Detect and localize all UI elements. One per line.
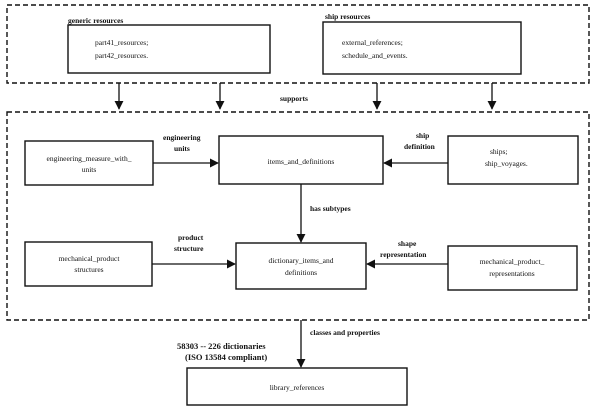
application-frame xyxy=(6,111,590,321)
supports-label: supports xyxy=(280,94,308,103)
has-subtypes-label: has subtypes xyxy=(310,204,351,213)
shape-representation-label-1: shape xyxy=(398,239,417,248)
dictionary-items-line-2: definitions xyxy=(285,268,317,277)
ship-definition-label-2: definition xyxy=(404,142,436,151)
ships-line-2: ship_voyages. xyxy=(485,159,528,168)
mechanical-product-representations-line-2: representations xyxy=(489,269,534,278)
library-references-label: library_references xyxy=(270,383,325,392)
ships-line-1: ships; xyxy=(490,147,508,156)
dictionary-items-line-1: dictionary_items_and xyxy=(269,256,334,265)
ship-resources-box xyxy=(322,21,522,75)
engineering-measure-line-1: engineering_measure_with_ xyxy=(47,154,132,163)
dictionary-items-box xyxy=(235,242,367,290)
shape-representation-label-2: representation xyxy=(380,250,427,259)
generic-resources-line-1: part41_resources; xyxy=(95,38,148,47)
mechanical-product-structures-box xyxy=(24,241,153,287)
mechanical-product-representations-box xyxy=(447,245,578,291)
items-definitions-label: items_and_definitions xyxy=(268,157,335,166)
product-structure-label-2: structure xyxy=(174,244,204,253)
library-references-box xyxy=(186,367,408,406)
product-structure-label-1: product xyxy=(178,233,204,242)
dictionaries-label-1: 58303 -- 226 dictionaries xyxy=(177,341,266,351)
classes-properties-label: classes and properties xyxy=(310,328,380,337)
mechanical-product-representations-line-1: mechanical_product_ xyxy=(480,257,545,266)
generic-resources-box xyxy=(67,24,271,74)
generic-resources-title: generic resources xyxy=(68,16,123,25)
resources-frame xyxy=(6,4,590,84)
engineering-measure-line-2: units xyxy=(82,165,97,174)
ship-resources-title: ship resources xyxy=(325,12,370,21)
dictionaries-label-2: (ISO 13584 compliant) xyxy=(185,352,267,362)
engineering-measure-box xyxy=(24,140,154,186)
mechanical-product-structures-line-2: structures xyxy=(74,265,103,274)
mechanical-product-structures-line-1: mechanical_product xyxy=(59,254,121,263)
generic-resources-line-2: part42_resources. xyxy=(95,51,148,60)
engineering-units-label-2: units xyxy=(174,144,190,153)
ship-resources-line-2: schedule_and_events. xyxy=(342,51,408,60)
ships-box xyxy=(447,135,579,185)
ship-resources-line-1: external_references; xyxy=(342,38,403,47)
engineering-units-label-1: engineering xyxy=(163,133,201,142)
ship-definition-label-1: ship xyxy=(416,131,429,140)
